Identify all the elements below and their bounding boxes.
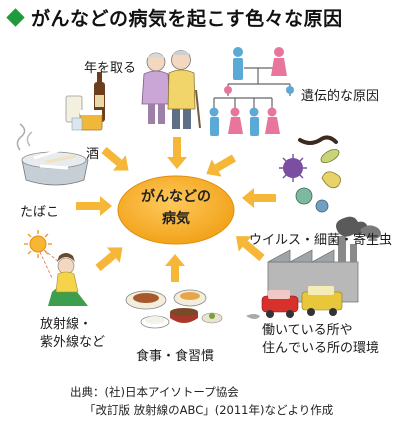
alcohol-bottles-icon — [65, 72, 105, 131]
center-label-line2: 病気 — [162, 210, 190, 227]
traffic-cars-icon — [246, 286, 343, 319]
people-figures-icon — [209, 47, 294, 136]
family-tree-icon — [213, 67, 291, 108]
meal-food-icon — [125, 289, 223, 329]
label-radiation: 放射線・ 紫外線など — [40, 316, 105, 351]
center-label-line1: がんなどの — [141, 189, 211, 205]
source-citation: 出典：(社)日本アイソトープ協会 「改訂版 放射線のABC」(2011年)などよ… — [70, 384, 333, 420]
label-diet: 食事・食習慣 — [136, 349, 215, 364]
center-disease-label: がんなどの 病気 — [118, 187, 234, 230]
elderly-couple-icon — [141, 50, 201, 129]
arrow-tobacco — [76, 196, 112, 216]
arrow-alcohol — [101, 146, 129, 171]
label-environment-line1: 働いている所や — [262, 323, 353, 338]
label-virus: ウイルス・細菌・寄生虫 — [249, 233, 393, 248]
arrow-environment — [235, 236, 265, 262]
page-title: がんなどの病気を起こす色々な原因 — [6, 4, 343, 30]
arrow-diet — [165, 254, 185, 282]
label-age: 年を取る — [84, 61, 137, 76]
ashtray-cigarettes-icon — [16, 123, 89, 186]
label-genetic: 遺伝的な原因 — [301, 89, 380, 104]
source-line1: 出典：(社)日本アイソトープ協会 — [70, 385, 239, 399]
source-line2: 「改訂版 放射線のABC」(2011年)などより作成 — [84, 402, 334, 417]
label-environment: 働いている所や 住んでいる所の環境 — [262, 322, 379, 357]
center-oval — [117, 175, 235, 245]
sunbathing-person-icon — [48, 253, 88, 306]
virus-bacteria-icon — [279, 135, 341, 213]
sun-uv-icon — [24, 230, 65, 279]
title-text: がんなどの病気を起こす色々な原因 — [31, 7, 343, 30]
label-environment-line2: 住んでいる所の環境 — [262, 340, 380, 356]
label-alcohol: 酒 — [86, 147, 100, 162]
arrow-virus — [242, 188, 276, 208]
label-radiation-line1: 放射線・ — [40, 317, 93, 332]
label-tobacco: たばこ — [20, 205, 60, 220]
arrow-age — [167, 137, 187, 169]
arrows — [76, 137, 276, 282]
arrow-radiation — [95, 247, 123, 272]
label-radiation-line2: 紫外線など — [40, 334, 106, 350]
arrow-genetic — [206, 154, 236, 177]
